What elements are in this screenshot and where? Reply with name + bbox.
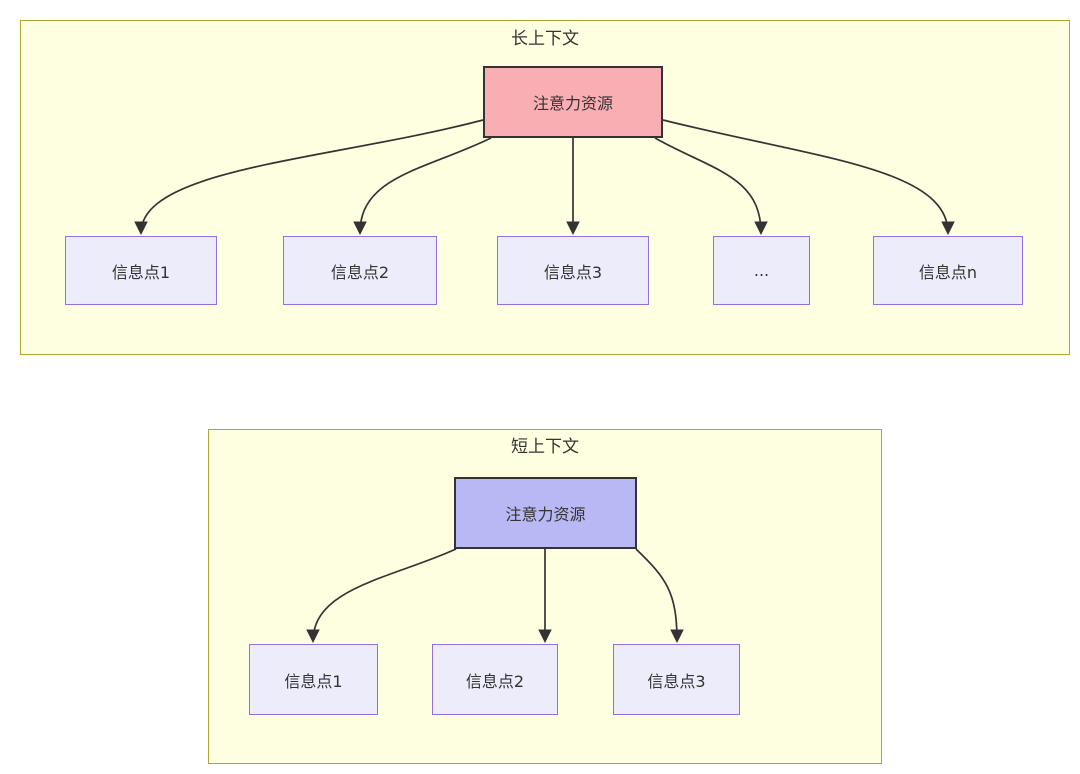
short-info-node-1: 信息点1 bbox=[249, 644, 378, 715]
short-context-title: 短上下文 bbox=[511, 437, 579, 457]
long-info-node-n: 信息点n bbox=[873, 236, 1023, 305]
long-info-node-ellipsis-label: ... bbox=[753, 261, 770, 280]
long-info-node-n-label: 信息点n bbox=[918, 262, 978, 282]
long-attention-hub: 注意力资源 bbox=[483, 66, 663, 138]
long-info-node-1-label: 信息点1 bbox=[111, 262, 171, 282]
short-attention-hub: 注意力资源 bbox=[454, 477, 637, 549]
long-attention-hub-label: 注意力资源 bbox=[532, 94, 613, 113]
long-info-node-3: 信息点3 bbox=[497, 236, 649, 305]
long-info-node-1: 信息点1 bbox=[65, 236, 217, 305]
long-info-node-ellipsis: ... bbox=[713, 236, 810, 305]
long-info-node-3-label: 信息点3 bbox=[543, 262, 603, 282]
short-info-node-3-label: 信息点3 bbox=[647, 671, 706, 691]
long-info-node-2: 信息点2 bbox=[283, 236, 437, 305]
short-info-node-1-label: 信息点1 bbox=[284, 671, 343, 691]
short-attention-hub-label: 注意力资源 bbox=[505, 505, 586, 524]
long-context-title: 长上下文 bbox=[511, 29, 579, 49]
short-info-node-2: 信息点2 bbox=[432, 644, 558, 715]
long-info-node-2-label: 信息点2 bbox=[330, 262, 390, 282]
short-info-node-2-label: 信息点2 bbox=[465, 671, 525, 691]
short-info-node-3: 信息点3 bbox=[613, 644, 740, 715]
